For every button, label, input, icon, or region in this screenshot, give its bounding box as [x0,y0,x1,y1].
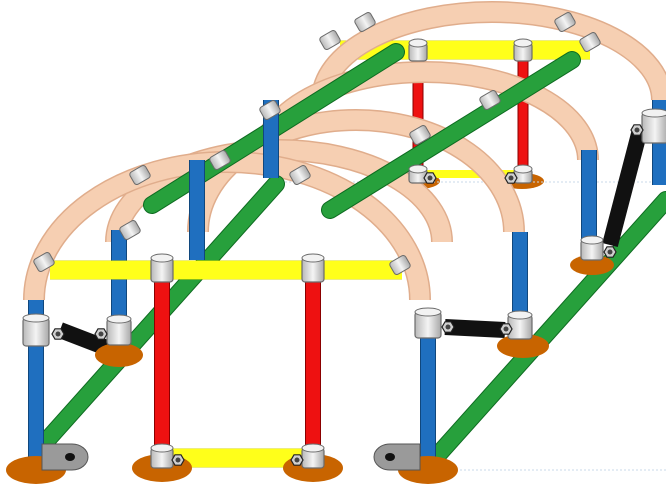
clamp-body [641,112,666,144]
clamp-top [408,38,428,48]
clamp-6 [499,310,533,340]
hex-bolt-center [634,127,640,133]
clamp-top [301,443,325,453]
clamp-1 [22,313,65,347]
hoop-joint-5 [319,30,341,50]
hex-bolt-center [503,326,509,332]
anchor-bracket-right-hole [385,453,395,461]
foot-right-mid [497,334,549,358]
hoop-joint-7 [259,100,281,120]
hex-bolt-center [445,324,451,330]
hex-bolt-center [508,175,514,181]
brace-right-front [444,319,506,338]
clamp-2 [94,314,132,346]
clamp-top [408,164,428,174]
clamp-top [580,235,604,245]
anchor-bracket-right [373,443,421,471]
clamp-top [150,253,174,263]
clamp-top [150,443,174,453]
hex-bolt-center [98,331,104,337]
diagonal-3 [322,52,580,218]
clamp-13 [408,164,437,184]
clamp-8 [630,108,666,144]
clamp-10 [290,443,325,469]
hoop-joint-10 [289,165,311,185]
clamp-top [22,313,50,323]
hoop-joint-2 [389,255,411,275]
brace-right-back [602,127,648,248]
clamp-top [507,310,533,320]
hex-bolt-center [607,249,613,255]
clamp-12 [513,38,533,62]
clamp-top [513,164,533,174]
foot-left-back [95,343,143,367]
hex-bolt-center [294,457,300,463]
hoop-joint-4 [209,150,231,170]
front-red-bars [154,280,321,452]
diagonal-4 [420,192,666,474]
anchor-brackets [41,443,421,471]
hoop-joint-12 [354,12,376,32]
hex-bolt-center [427,175,433,181]
clamp-top [301,253,325,263]
clamp-top [513,38,533,48]
hoop-joint-1 [33,252,55,272]
hoop-joint-3 [119,220,141,240]
hoop-joint-9 [129,165,151,185]
hoop-joint-6 [579,32,601,52]
clamp-top [414,307,442,317]
clamp-9 [150,443,185,469]
clamp-5 [414,307,455,339]
clamp-14 [504,164,533,184]
clamp-7 [580,235,617,261]
clamp-top [106,314,132,324]
hex-bolt-center [175,457,181,463]
hoop-joint-8 [479,90,501,110]
hex-bolt-center [55,331,61,337]
clamps [22,12,666,469]
clamp-11 [408,38,428,62]
hoop-joint-13 [554,12,576,32]
clamp-4 [301,253,325,283]
hoop-3 [188,110,524,233]
clamp-3 [150,253,174,283]
guide-lines [285,181,666,471]
hoop-1 [312,2,666,101]
anchor-bracket-left-hole [65,453,75,461]
hoop-joint-11 [409,125,431,145]
foot-right-back [570,255,614,275]
clamp-top [641,108,666,118]
